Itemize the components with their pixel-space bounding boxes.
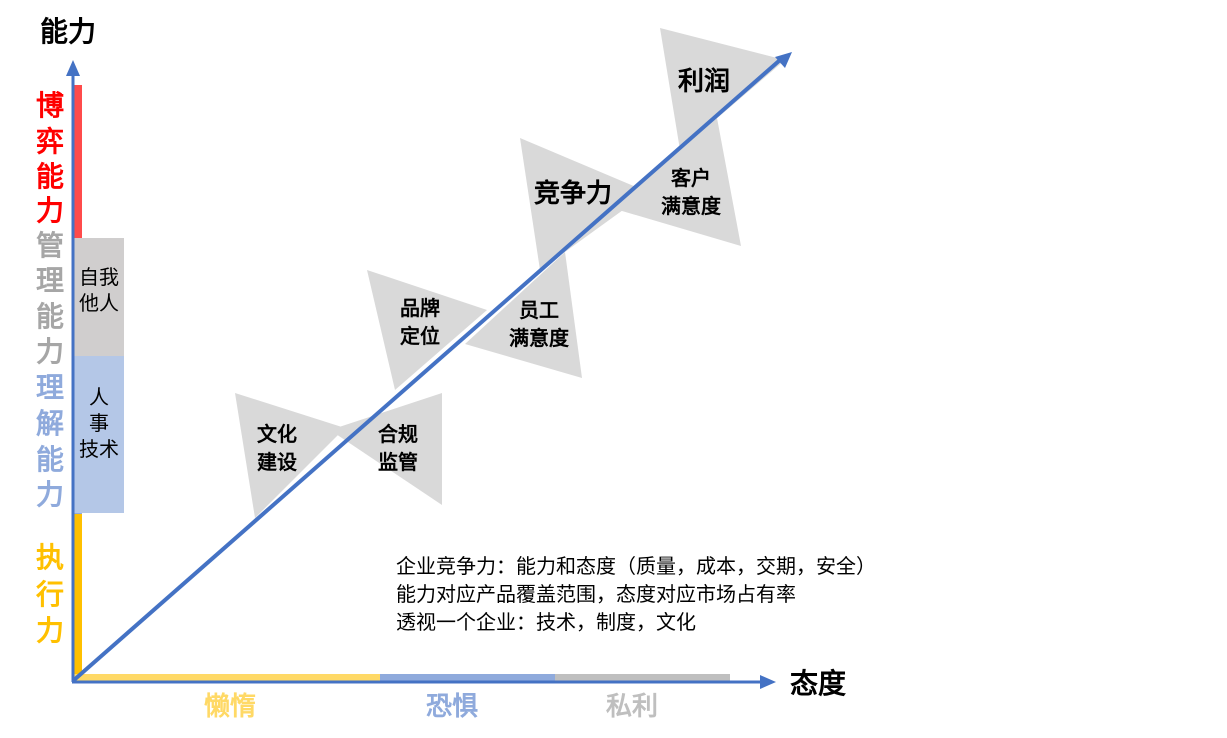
char: 理 bbox=[35, 264, 64, 297]
y-axis-title: 能力 bbox=[40, 15, 97, 48]
triangle-compliance bbox=[330, 393, 442, 505]
stage-competitiveness: 竞争力 bbox=[533, 179, 612, 209]
char: 执 bbox=[35, 541, 64, 574]
stage-customer: 客户 满意度 bbox=[652, 164, 730, 220]
char: 弈 bbox=[35, 125, 64, 158]
x-axis-title: 态度 bbox=[790, 667, 847, 700]
line: 员工 bbox=[519, 298, 559, 322]
xbar-selfish bbox=[555, 674, 730, 683]
bar-execute bbox=[74, 514, 82, 682]
x-segment-lazy: 懒惰 bbox=[203, 692, 256, 722]
line: 建设 bbox=[257, 450, 297, 474]
line: 技术 bbox=[79, 437, 119, 461]
line: 满意度 bbox=[509, 326, 569, 350]
char: 解 bbox=[35, 407, 64, 440]
line: 合规 bbox=[378, 422, 418, 446]
box-hr-tech-text: 人 事 技术 bbox=[74, 384, 124, 462]
char: 理 bbox=[35, 371, 64, 404]
bar-game bbox=[74, 85, 82, 238]
box-self-others-text: 自我 他人 bbox=[74, 264, 124, 316]
triangle-customer bbox=[612, 118, 741, 246]
triangle-brand bbox=[367, 270, 487, 390]
line: 自我 bbox=[79, 265, 119, 289]
stage-culture: 文化 建设 bbox=[247, 420, 307, 476]
line: 人 bbox=[89, 385, 109, 409]
line: 定位 bbox=[400, 324, 440, 348]
x-segment-fear: 恐惧 bbox=[425, 692, 478, 722]
line: 文化 bbox=[257, 422, 297, 446]
char: 力 bbox=[35, 478, 64, 511]
line: 客户 bbox=[671, 166, 711, 190]
triangle-culture bbox=[235, 393, 345, 518]
char: 能 bbox=[35, 300, 64, 333]
line: 监管 bbox=[378, 450, 418, 474]
char: 管 bbox=[35, 229, 64, 262]
y-axis-arrow-icon bbox=[66, 60, 80, 76]
char: 力 bbox=[35, 614, 64, 647]
line: 品牌 bbox=[400, 296, 440, 320]
x-axis-arrow-icon bbox=[760, 675, 776, 689]
note-line-1: 企业竞争力：能力和态度（质量，成本，交期，安全） bbox=[396, 554, 876, 578]
char: 力 bbox=[35, 194, 64, 227]
x-segment-selfish: 私利 bbox=[605, 692, 658, 722]
char: 行 bbox=[35, 578, 64, 611]
triangle-competitiveness bbox=[520, 138, 648, 270]
growth-line bbox=[72, 58, 782, 682]
line: 他人 bbox=[79, 291, 119, 315]
line: 满意度 bbox=[661, 194, 721, 218]
stage-compliance: 合规 监管 bbox=[368, 420, 428, 476]
note-line-3: 透视一个企业：技术，制度，文化 bbox=[396, 610, 696, 634]
stage-profit: 利润 bbox=[677, 67, 730, 97]
triangle-employee bbox=[465, 252, 582, 378]
stage-brand: 品牌 定位 bbox=[390, 294, 450, 350]
growth-arrow-icon bbox=[775, 52, 792, 68]
triangle-profit bbox=[660, 28, 785, 150]
xbar-lazy bbox=[74, 674, 380, 683]
box-hr-tech bbox=[74, 356, 124, 513]
char: 能 bbox=[35, 160, 64, 193]
char: 能 bbox=[35, 443, 64, 476]
box-self-others bbox=[74, 238, 124, 356]
note-line-2: 能力对应产品覆盖范围，态度对应市场占有率 bbox=[396, 582, 796, 606]
line: 事 bbox=[89, 411, 109, 435]
xbar-fear bbox=[380, 674, 555, 683]
char: 博 bbox=[35, 89, 64, 122]
stage-employee: 员工 满意度 bbox=[500, 296, 578, 352]
char: 力 bbox=[35, 335, 64, 368]
